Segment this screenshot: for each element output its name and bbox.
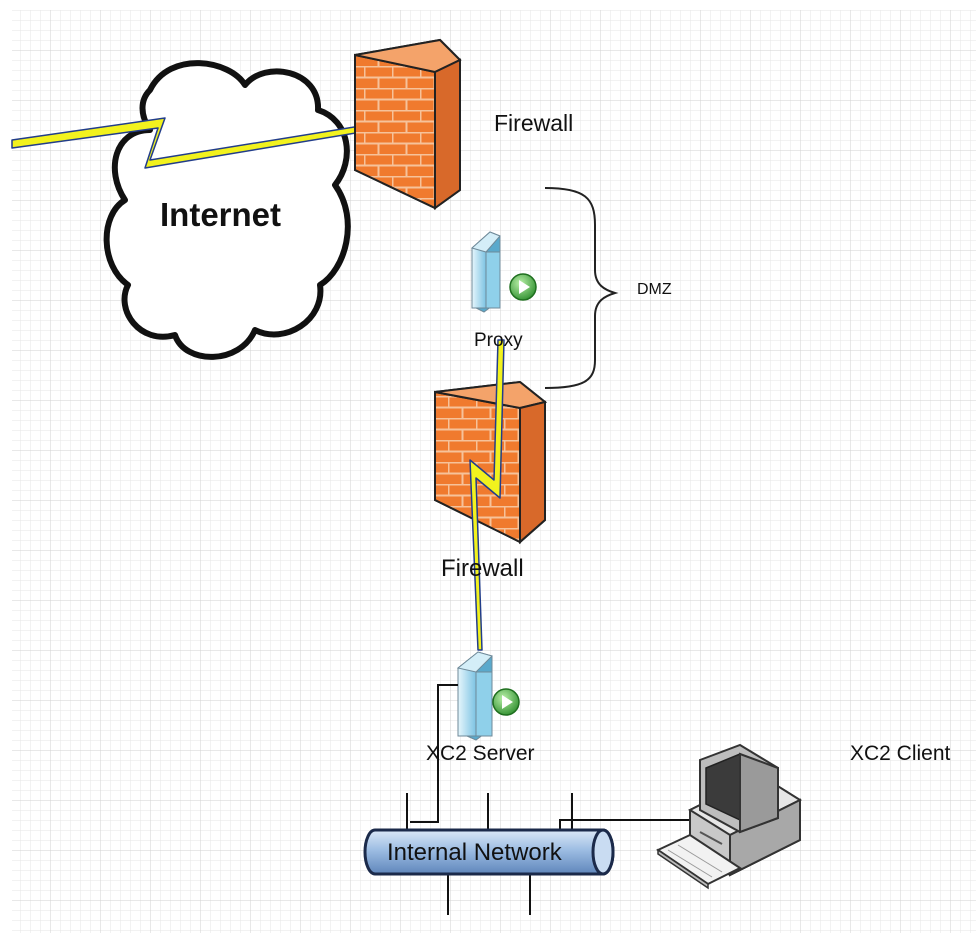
firewall-bottom-label: Firewall bbox=[441, 555, 524, 582]
xc2-client-label: XC2 Client bbox=[850, 742, 951, 765]
dmz-brace bbox=[544, 187, 619, 389]
firewall-bottom bbox=[434, 380, 548, 545]
firewall-top bbox=[354, 38, 462, 210]
internal-network-label: Internal Network bbox=[387, 839, 562, 866]
dmz-label: DMZ bbox=[637, 281, 672, 298]
proxy-server-icon bbox=[470, 231, 537, 313]
xc2-client-computer-icon bbox=[655, 743, 803, 890]
internet-label: Internet bbox=[160, 196, 282, 233]
xc2-server-label: XC2 Server bbox=[426, 742, 535, 765]
proxy-label: Proxy bbox=[474, 330, 523, 351]
dmz-lightning-link bbox=[469, 339, 505, 651]
xc2-server-icon bbox=[456, 651, 520, 741]
firewall-top-label: Firewall bbox=[494, 110, 574, 136]
internet-cloud bbox=[103, 60, 351, 360]
internal-network-pipe bbox=[363, 828, 615, 876]
